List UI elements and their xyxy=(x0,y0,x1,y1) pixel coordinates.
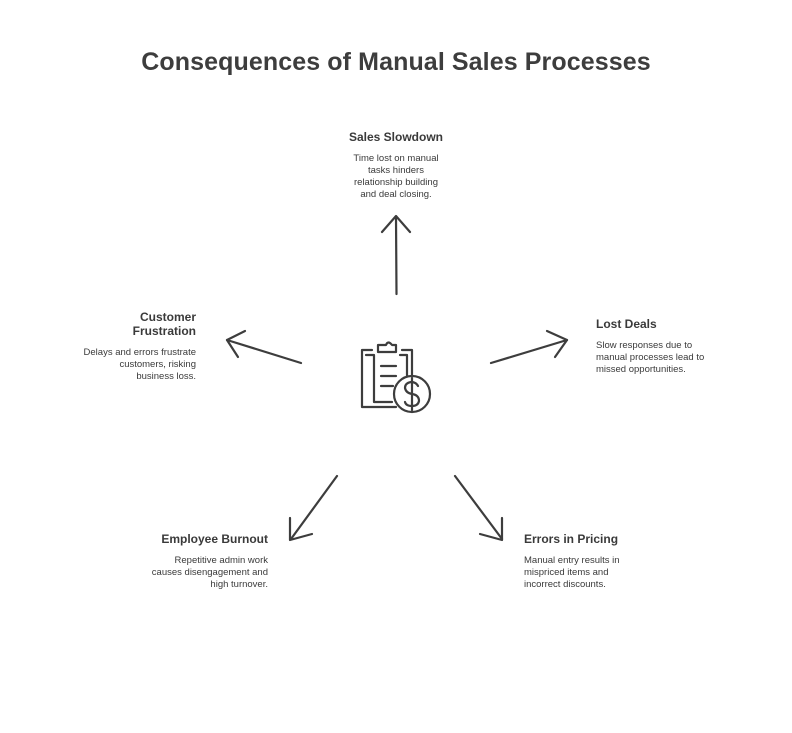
node-description: Slow responses due to manual processes l… xyxy=(596,340,705,375)
node-lost-deals: Lost Deals Slow responses due to manual … xyxy=(596,317,726,376)
clipboard-dollar-icon xyxy=(360,341,432,414)
node-title: Customer Frustration xyxy=(132,310,196,338)
node-title: Lost Deals xyxy=(596,317,657,331)
node-errors-in-pricing: Errors in Pricing Manual entry results i… xyxy=(524,532,644,591)
arrow-to-customer-frustration xyxy=(225,329,303,365)
node-description: Time lost on manual tasks hinders relati… xyxy=(353,153,439,200)
page-title: Consequences of Manual Sales Processes xyxy=(141,48,651,76)
node-description: Repetitive admin work causes disengageme… xyxy=(151,555,268,590)
arrow-to-errors-in-pricing xyxy=(453,474,504,542)
node-description: Delays and errors frustrate customers, r… xyxy=(83,347,196,382)
arrow-to-lost-deals xyxy=(489,329,569,365)
node-description: Manual entry results in mispriced items … xyxy=(524,555,620,590)
arrow-to-sales-slowdown xyxy=(380,214,412,296)
arrow-to-employee-burnout xyxy=(288,474,339,542)
node-title: Sales Slowdown xyxy=(348,130,444,144)
node-title: Errors in Pricing xyxy=(524,532,619,546)
node-sales-slowdown: Sales Slowdown Time lost on manual tasks… xyxy=(326,130,466,201)
node-employee-burnout: Employee Burnout Repetitive admin work c… xyxy=(148,532,268,591)
node-title: Employee Burnout xyxy=(161,532,268,546)
node-customer-frustration: Customer Frustration Delays and errors f… xyxy=(80,310,196,383)
